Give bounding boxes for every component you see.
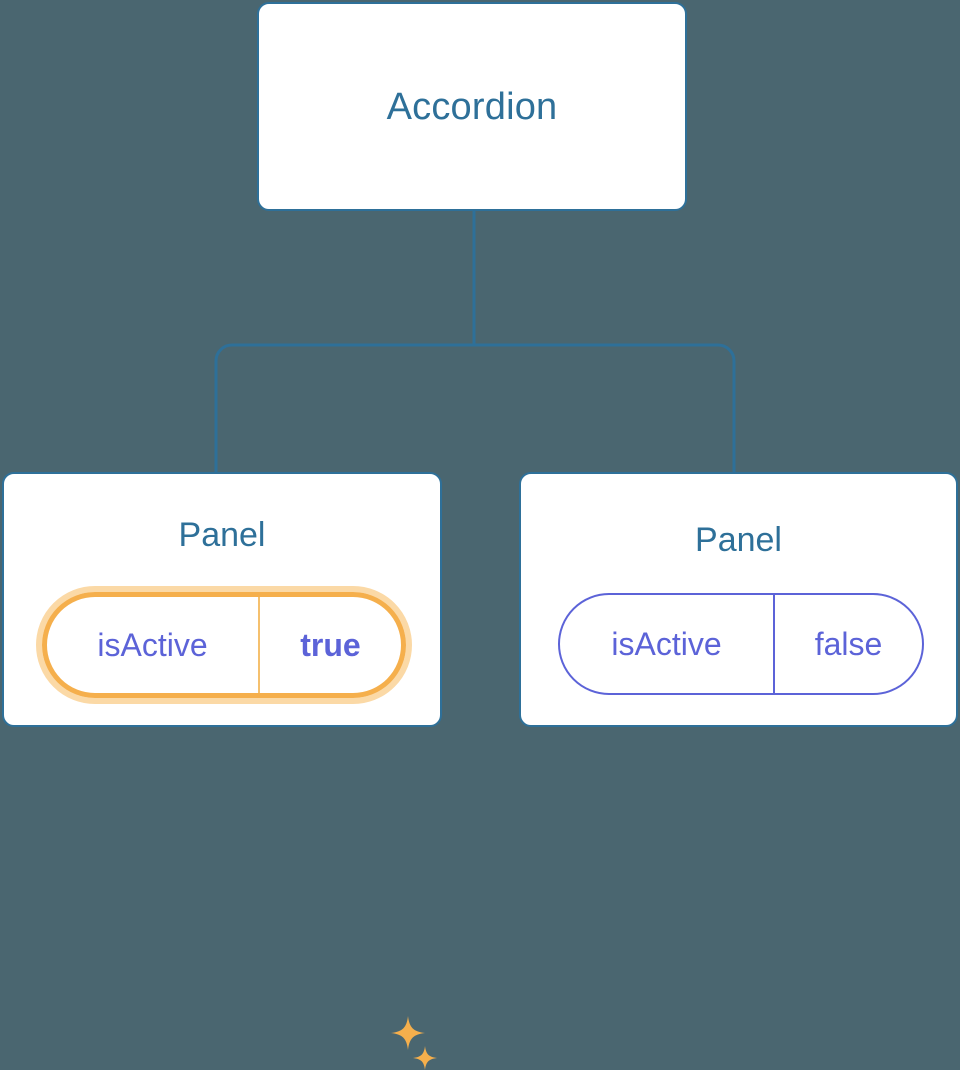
node-accordion-title: Accordion: [386, 85, 558, 128]
prop-pill-isactive-true[interactable]: isActive true: [42, 592, 406, 698]
prop-key-label: isActive: [97, 626, 208, 663]
sparkle-small-icon: [413, 1046, 437, 1070]
prop-value-label: false: [773, 595, 922, 693]
prop-pill-highlight-glow: [36, 586, 412, 704]
prop-pill-isactive-false[interactable]: isActive false: [558, 593, 924, 695]
node-panel-right[interactable]: Panel isActive false: [519, 472, 958, 727]
node-panel-left-title: Panel: [178, 516, 266, 554]
connector-edge-left: [214, 343, 474, 472]
sparkle-large-icon: [391, 1016, 425, 1050]
connector-lines: [214, 211, 736, 472]
node-panel-left[interactable]: Panel isActive true: [2, 472, 442, 1070]
node-accordion[interactable]: Accordion: [257, 2, 687, 211]
prop-key-label: isActive: [611, 625, 722, 662]
connector-edge-right: [474, 343, 736, 472]
prop-value-label: true: [258, 597, 401, 693]
node-panel-right-title: Panel: [695, 521, 782, 559]
